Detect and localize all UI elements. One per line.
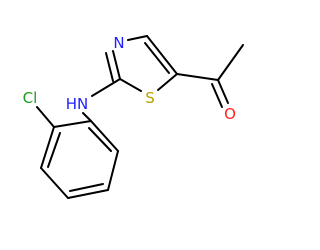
bond-ph-c4-c5-double <box>69 183 104 192</box>
chemical-structure-diagram: N S HN Cl O <box>23 34 244 199</box>
bond-ph-cl <box>36 106 55 128</box>
bond-n-c2 <box>112 50 121 80</box>
oxygen-label: O <box>224 105 236 123</box>
bond-carbonyl-o <box>217 79 229 104</box>
amine-nh-label: HN <box>66 95 89 113</box>
bonds <box>36 35 244 199</box>
bond-ph-c6-c1-double <box>88 127 112 152</box>
bond-c2-s <box>119 78 142 92</box>
bond-nh-phenyl <box>82 112 92 122</box>
bond-carbonyl-thiazole <box>176 73 219 81</box>
bond-s-c5 <box>157 73 178 91</box>
bond-carbonyl-o-double <box>211 83 223 108</box>
bond-c4-n <box>127 35 148 41</box>
chlorine-label: Cl <box>23 89 38 107</box>
bond-c5-c4-double <box>144 42 170 74</box>
atom-labels: N S HN Cl O <box>23 34 236 123</box>
bond-c2-nh <box>91 78 121 97</box>
sulfur-ring-label: S <box>145 89 155 107</box>
bond-ph-c4-c5 <box>67 189 109 199</box>
bond-ph-c2-c3 <box>40 126 55 169</box>
bond-n-c2-double <box>105 52 114 82</box>
nitrogen-ring-label: N <box>113 34 124 52</box>
bond-ph-c2-c3-double <box>47 132 61 168</box>
bond-ph-c5-c6 <box>107 150 119 191</box>
bond-c5-c4 <box>146 35 178 75</box>
bond-methyl-carbonyl <box>217 44 244 81</box>
bond-ph-c3-c4 <box>40 167 69 199</box>
bond-ph-c1-c2 <box>53 120 92 128</box>
bond-ph-c6-c1 <box>90 120 119 152</box>
